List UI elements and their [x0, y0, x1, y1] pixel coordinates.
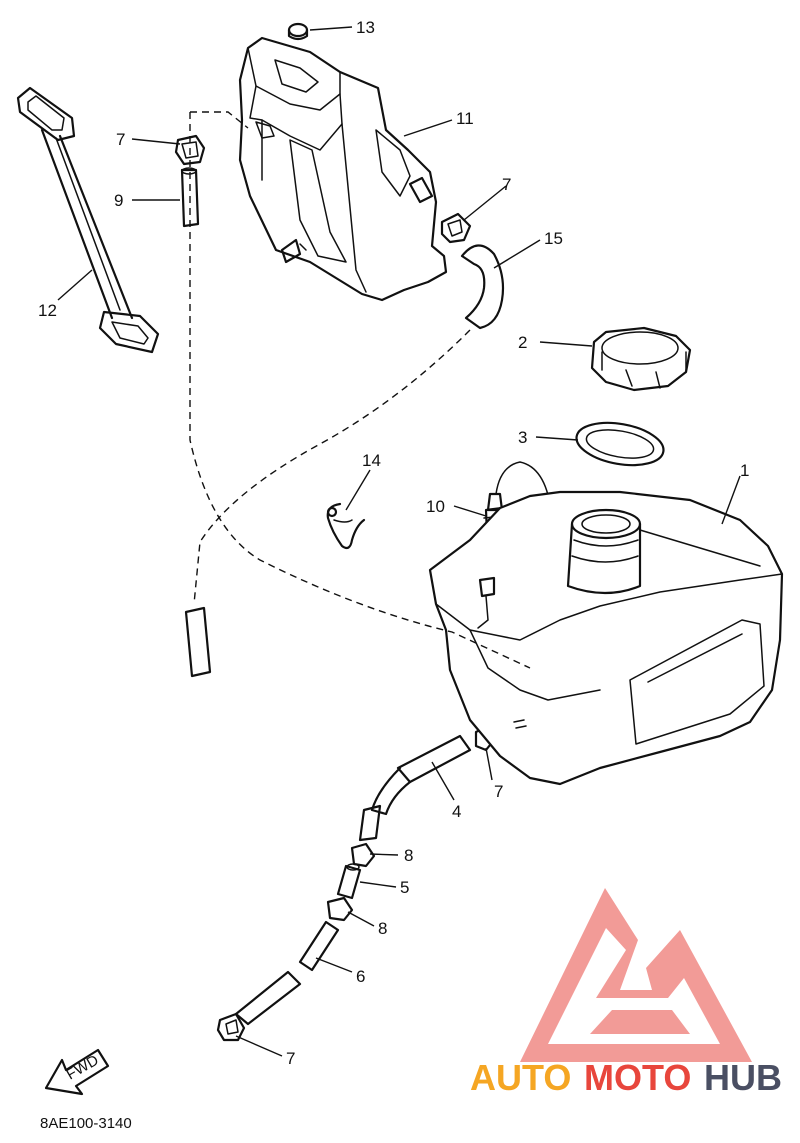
part-clamp-top-left	[174, 134, 206, 166]
callout-2: 2	[518, 333, 527, 352]
callout-8-upper: 8	[404, 846, 413, 865]
callout-8-lower: 8	[378, 919, 387, 938]
part-oil-reservoir	[238, 36, 448, 302]
watermark-text: AUTO MOTO HUB	[470, 1057, 782, 1098]
callout-4: 4	[452, 802, 461, 821]
part-fuel-hose-lower	[234, 920, 340, 1026]
part-hose-bent	[460, 244, 505, 330]
callout-7-top-left: 7	[116, 130, 125, 149]
part-reservoir-cap	[287, 22, 309, 41]
callout-3: 3	[518, 428, 527, 447]
callout-5: 5	[400, 878, 409, 897]
part-hose-clip	[326, 502, 366, 550]
diagram-code: 8AE100-3140	[40, 1115, 132, 1132]
callout-labels: 1 2 3 4 5 6 7 7 7 7 8 8 9 10 11 12 13 14…	[38, 18, 749, 1068]
callout-1: 1	[740, 461, 749, 480]
watermark-hub: HUB	[704, 1057, 782, 1098]
fwd-label: FWD	[64, 1052, 102, 1084]
callout-7-top-right: 7	[502, 175, 511, 194]
fwd-arrow: FWD	[44, 1048, 110, 1096]
callout-7-tank: 7	[494, 782, 503, 801]
leader-lines	[57, 26, 741, 1057]
watermark-auto: AUTO	[470, 1057, 571, 1098]
part-fuel-tank	[428, 490, 784, 786]
callout-7-bottom: 7	[286, 1049, 295, 1068]
part-fuel-hose	[358, 734, 472, 842]
watermark-moto: MOTO	[584, 1057, 691, 1098]
part-clip-lower	[326, 896, 354, 922]
part-filler-cap	[590, 326, 692, 392]
callout-13: 13	[356, 18, 375, 37]
phantom-lines	[189, 111, 531, 669]
callout-9: 9	[114, 191, 123, 210]
part-fuel-filter	[336, 863, 362, 900]
part-clip-upper	[350, 842, 376, 868]
part-clamp-top-right	[440, 212, 472, 244]
part-hose-short	[180, 167, 200, 228]
callout-15: 15	[544, 229, 563, 248]
part-strap	[16, 86, 160, 354]
callout-6: 6	[356, 967, 365, 986]
callout-12: 12	[38, 301, 57, 320]
callout-10: 10	[426, 497, 445, 516]
part-hose-end	[184, 606, 212, 678]
part-gasket	[575, 421, 665, 467]
callout-14: 14	[362, 451, 381, 470]
watermark-logo	[520, 888, 752, 1062]
callout-11: 11	[456, 109, 474, 128]
